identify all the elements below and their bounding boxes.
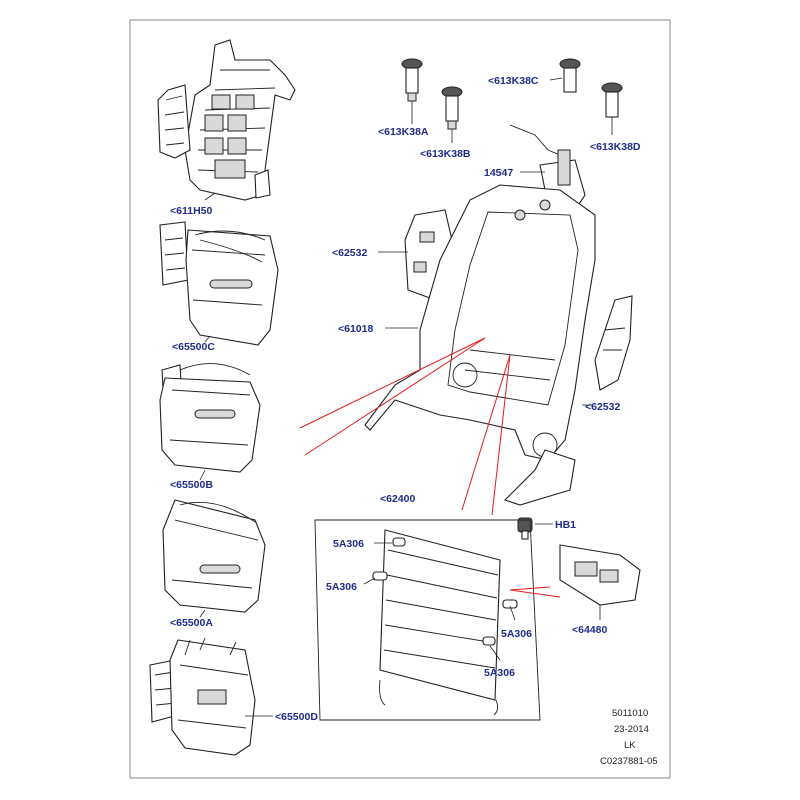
leader-lines <box>199 77 613 717</box>
label-61018[interactable]: <61018 <box>338 323 373 335</box>
label-5A306-3[interactable]: 5A306 <box>501 628 532 640</box>
part-613K38D <box>601 82 623 118</box>
label-5A306-4[interactable]: 5A306 <box>484 667 515 679</box>
part-65500C <box>159 221 279 346</box>
label-611H50[interactable]: <611H50 <box>170 205 212 217</box>
reference-line-2: 23-2014 <box>614 724 649 735</box>
part-61018 <box>364 184 596 506</box>
reference-line-4: C0237881-05 <box>600 756 658 767</box>
label-65500C[interactable]: <65500C <box>172 341 215 353</box>
label-613K38C[interactable]: <613K38C <box>488 75 539 87</box>
label-64480[interactable]: <64480 <box>572 624 607 636</box>
label-65500A[interactable]: <65500A <box>170 617 213 629</box>
part-62400-group <box>314 519 541 721</box>
label-62532-right[interactable]: <62532 <box>585 401 620 413</box>
reference-block: 5011010 23-2014 LK C0237881-05 <box>600 708 658 767</box>
part-65500A <box>162 499 266 613</box>
part-62532-right <box>594 295 633 391</box>
label-65500B[interactable]: <65500B <box>170 479 213 491</box>
part-65500D <box>149 637 256 756</box>
label-62532-left[interactable]: <62532 <box>332 247 367 259</box>
part-HB1 <box>517 517 533 540</box>
label-62400[interactable]: <62400 <box>380 493 415 505</box>
highlight-lines <box>299 337 561 598</box>
label-5A306-2[interactable]: 5A306 <box>326 581 357 593</box>
label-5A306-1[interactable]: 5A306 <box>333 538 364 550</box>
label-613K38A[interactable]: <613K38A <box>378 126 429 138</box>
reference-line-1: 5011010 <box>612 708 648 719</box>
part-613K38C <box>559 58 581 93</box>
part-611H50 <box>157 39 296 201</box>
label-65500D[interactable]: <65500D <box>275 711 318 723</box>
label-14547[interactable]: 14547 <box>484 167 513 179</box>
part-64480 <box>559 544 641 606</box>
label-HB1[interactable]: HB1 <box>555 519 576 531</box>
part-613K38B <box>441 86 463 130</box>
label-613K38D[interactable]: <613K38D <box>590 141 641 153</box>
label-613K38B[interactable]: <613K38B <box>420 148 471 160</box>
part-14547 <box>509 124 586 211</box>
diagram-frame <box>129 19 671 779</box>
reference-line-3: LK <box>624 740 636 751</box>
part-613K38A <box>401 58 423 102</box>
part-65500B <box>159 363 261 473</box>
labels: <611H50 <65500C <65500B <65500A <65500D … <box>170 75 641 723</box>
